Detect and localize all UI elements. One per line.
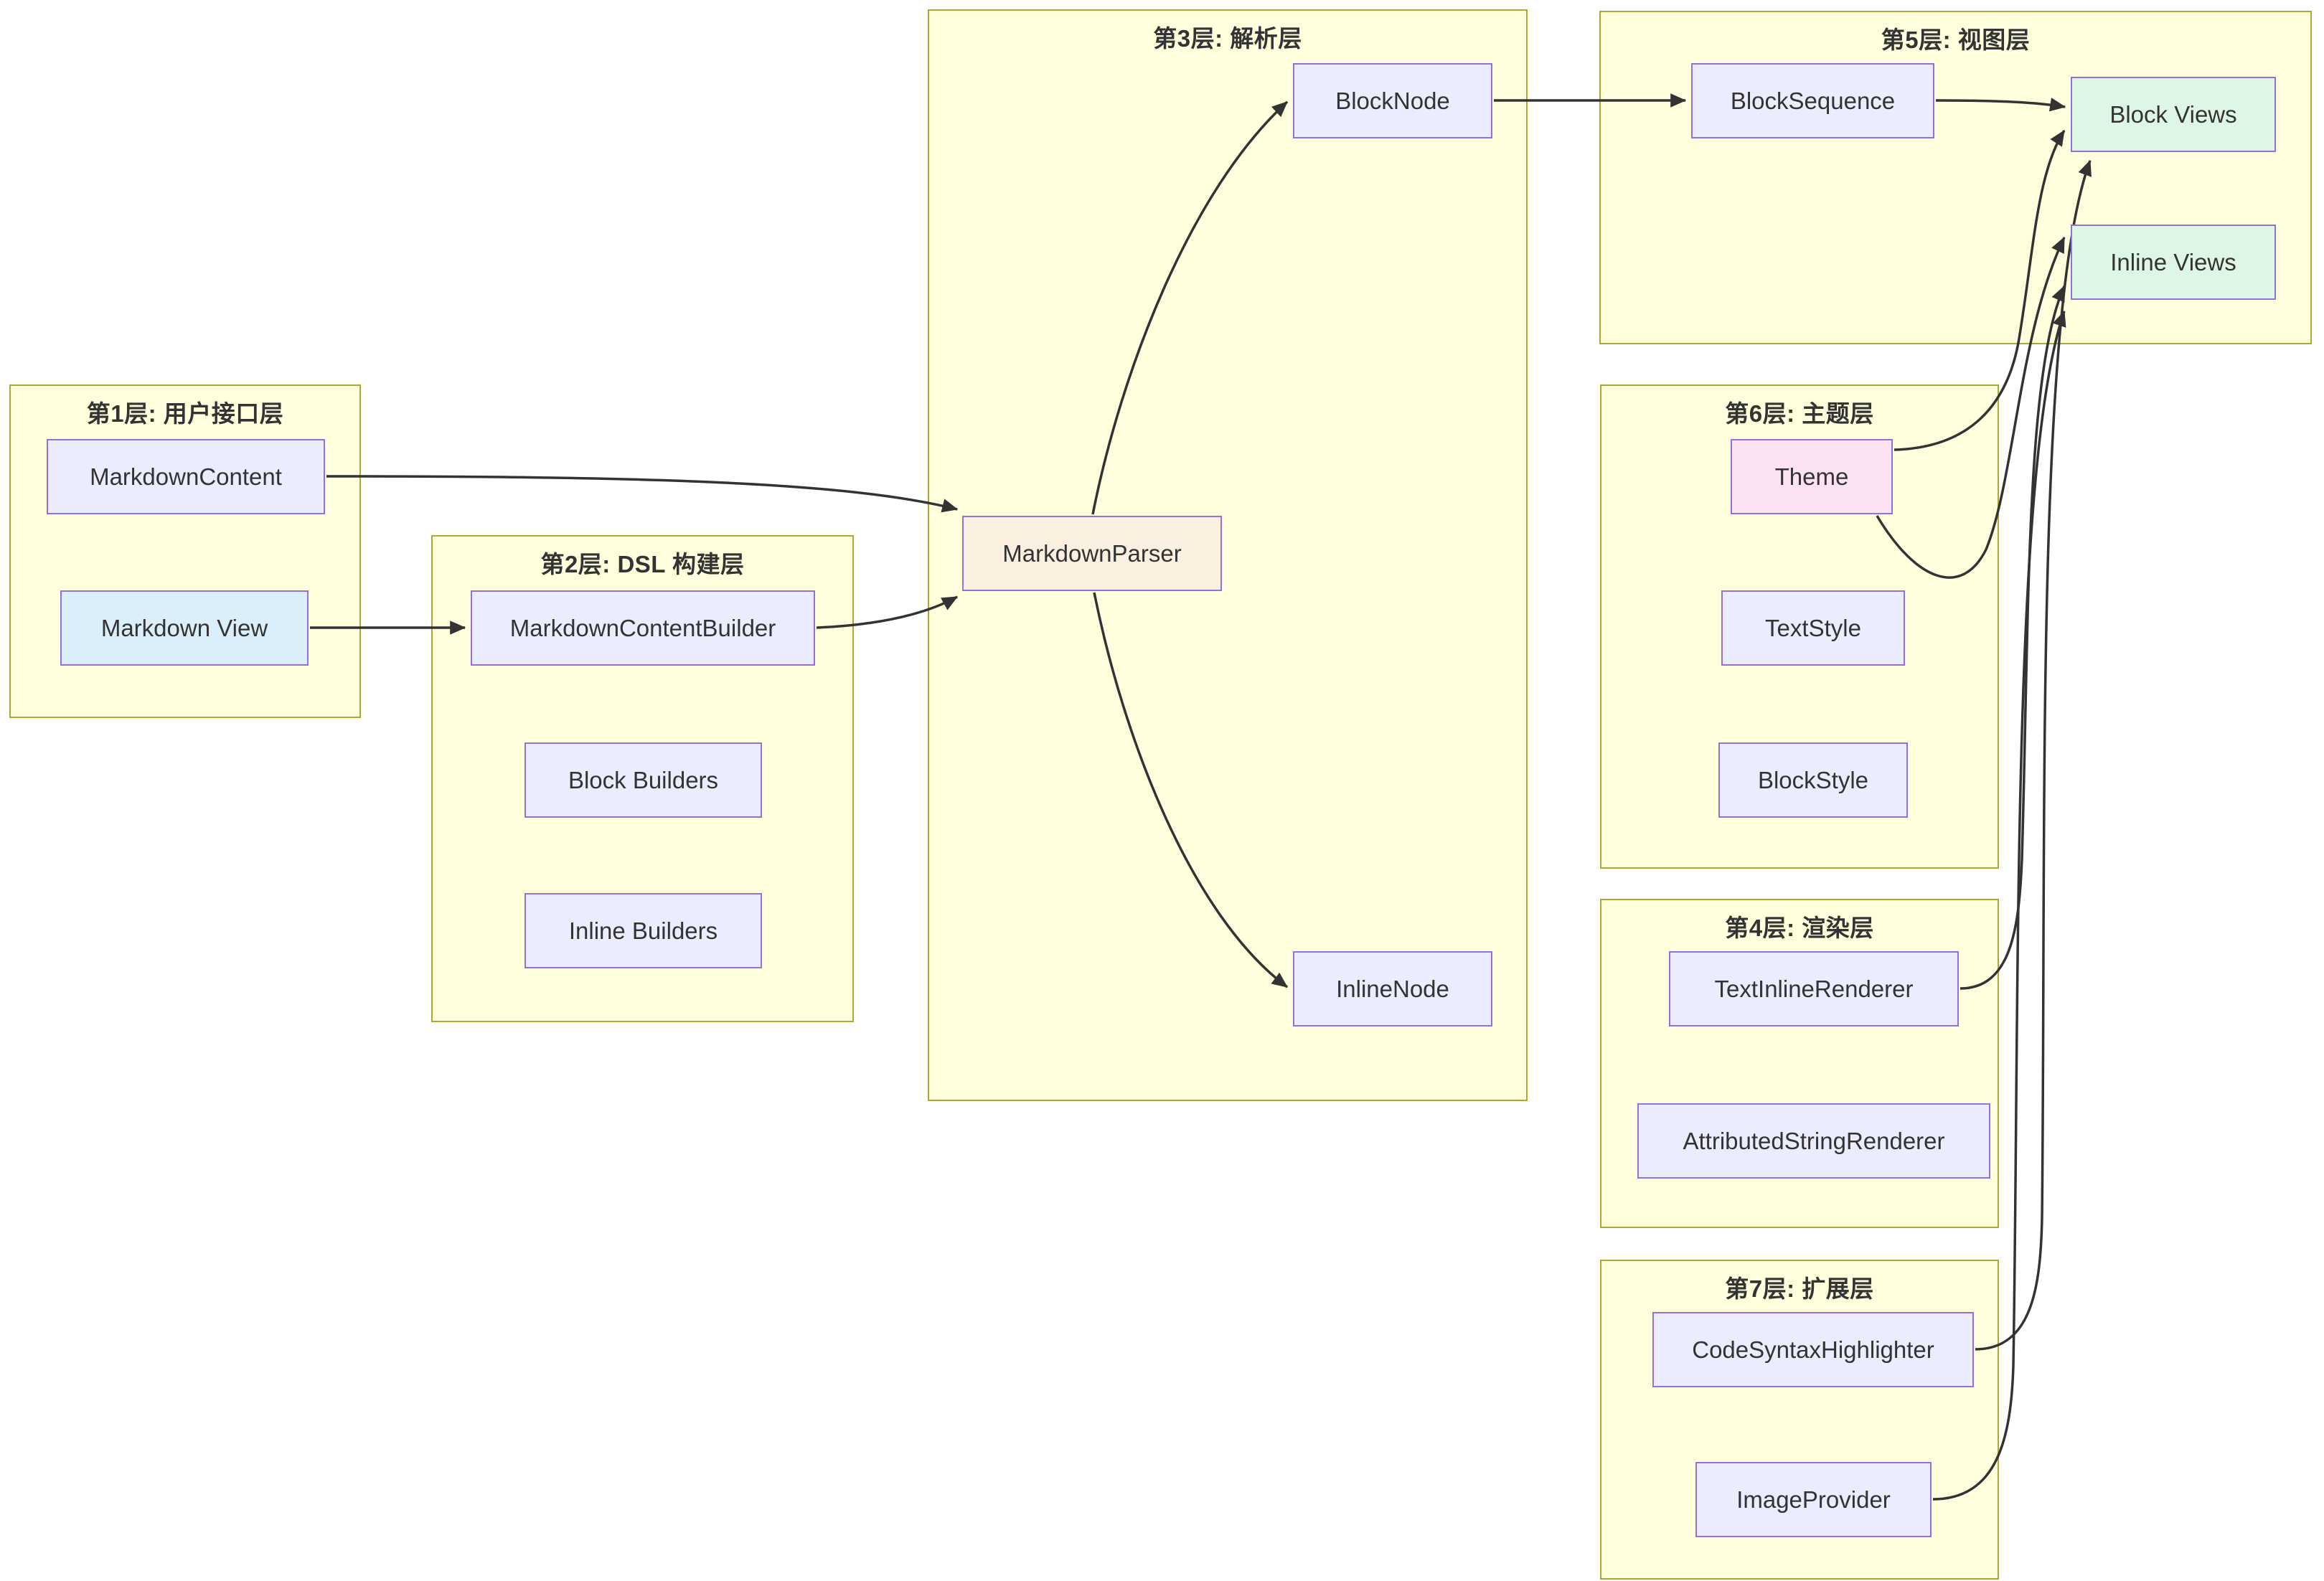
layer-2-title: 第2层: DSL 构建层 xyxy=(540,551,745,577)
layer-1-title: 第1层: 用户接口层 xyxy=(86,400,284,427)
node-markdown-content: MarkdownContent xyxy=(47,439,325,514)
node-inline-node: InlineNode xyxy=(1293,951,1492,1027)
node-text-style: TextStyle xyxy=(1721,590,1905,666)
layer-5-title: 第5层: 视图层 xyxy=(1881,27,2031,53)
layer-1-user-interface: 第1层: 用户接口层 xyxy=(9,384,361,718)
node-text-inline-renderer: TextInlineRenderer xyxy=(1669,951,1959,1027)
node-attributed-string-renderer: AttributedStringRenderer xyxy=(1637,1103,1990,1179)
node-block-node: BlockNode xyxy=(1293,63,1492,138)
node-inline-builders: Inline Builders xyxy=(524,893,762,968)
node-code-syntax-highlighter: CodeSyntaxHighlighter xyxy=(1652,1312,1974,1387)
node-markdown-view: Markdown View xyxy=(60,590,309,666)
edge-markdowncontent-to-markdownparser xyxy=(326,475,959,513)
node-markdown-parser: MarkdownParser xyxy=(962,516,1222,591)
layer-4-rendering: 第4层: 渲染层 xyxy=(1600,899,1999,1228)
layer-3-title: 第3层: 解析层 xyxy=(1153,25,1302,52)
node-block-sequence: BlockSequence xyxy=(1691,63,1934,138)
node-image-provider: ImageProvider xyxy=(1695,1462,1932,1537)
layer-6-title: 第6层: 主题层 xyxy=(1725,400,1874,427)
node-block-style: BlockStyle xyxy=(1718,742,1908,818)
layer-7-title: 第7层: 扩展层 xyxy=(1725,1275,1874,1302)
node-block-builders: Block Builders xyxy=(524,742,762,818)
node-block-views: Block Views xyxy=(2071,77,2276,152)
node-markdown-content-builder: MarkdownContentBuilder xyxy=(471,590,815,666)
layer-4-title: 第4层: 渲染层 xyxy=(1725,915,1874,941)
node-theme: Theme xyxy=(1731,439,1893,514)
node-inline-views: Inline Views xyxy=(2071,225,2276,300)
